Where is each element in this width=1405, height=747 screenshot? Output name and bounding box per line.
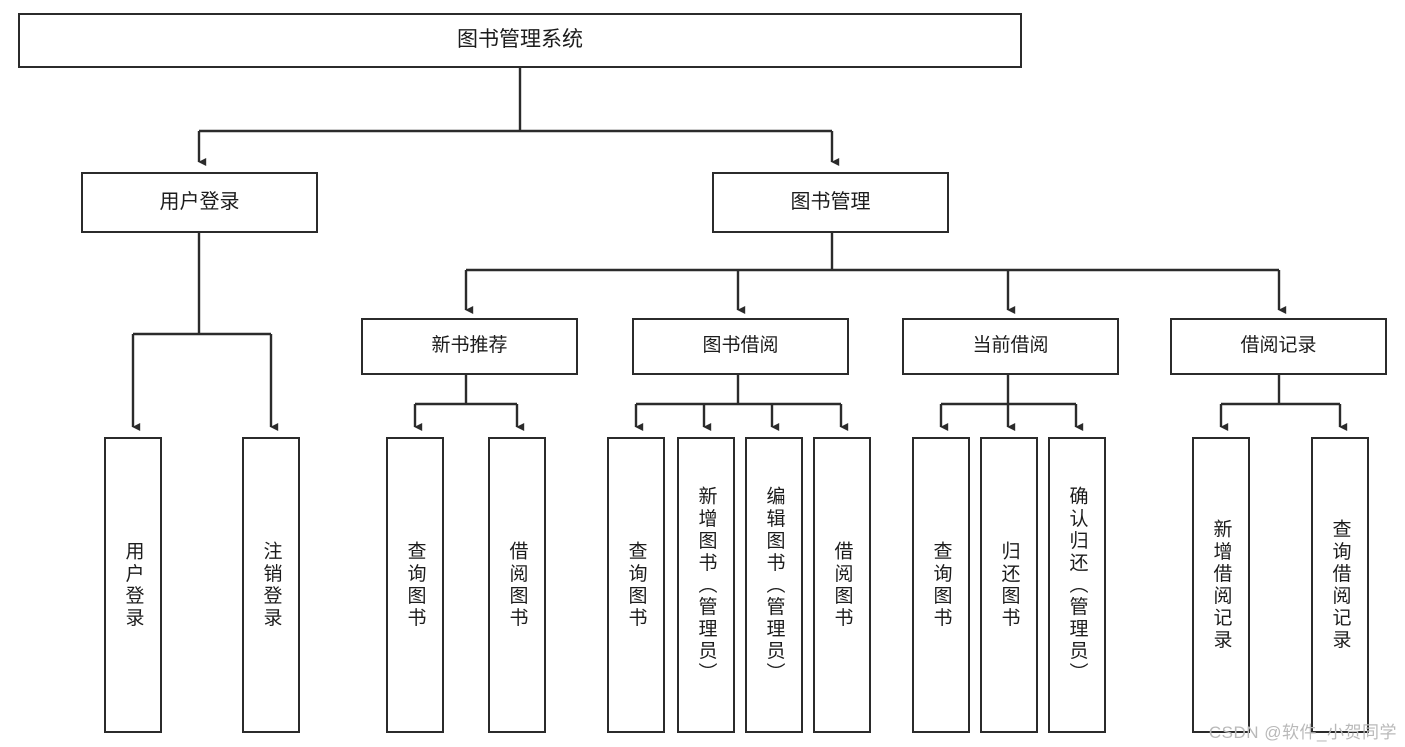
node-label: 用户登录 [122,540,144,630]
leaf-new-book-query-book[interactable]: 查询图书 [386,437,444,733]
node-label: 用户登录 [159,190,240,213]
node-label: 图书管理 [790,190,871,213]
node-label: 图书借阅 [702,335,779,357]
node-new-book-recommend[interactable]: 新书推荐 [361,318,578,375]
node-label: 编辑图书（管理员） [763,485,785,685]
node-label: 当前借阅 [972,335,1049,357]
leaf-current-borrow-return-book[interactable]: 归还图书 [980,437,1038,733]
leaf-borrow-record-add-record[interactable]: 新增借阅记录 [1192,437,1250,733]
node-label: 注销登录 [260,540,282,630]
node-label: 确认归还（管理员） [1066,485,1088,685]
node-borrow-record[interactable]: 借阅记录 [1170,318,1387,375]
node-label: 查询借阅记录 [1329,518,1351,652]
leaf-user-login-logout[interactable]: 注销登录 [242,437,300,733]
leaf-current-borrow-confirm-return-admin[interactable]: 确认归还（管理员） [1048,437,1106,733]
node-user-login[interactable]: 用户登录 [81,172,318,233]
node-label: 图书管理系统 [457,28,583,52]
node-root-book-management-system[interactable]: 图书管理系统 [18,13,1022,68]
node-label: 查询图书 [404,540,426,630]
leaf-current-borrow-query-book[interactable]: 查询图书 [912,437,970,733]
node-label: 新增借阅记录 [1210,518,1232,652]
node-label: 查询图书 [625,540,647,630]
node-book-management[interactable]: 图书管理 [712,172,949,233]
node-label: 查询图书 [930,540,952,630]
leaf-book-borrow-borrow-book[interactable]: 借阅图书 [813,437,871,733]
node-book-borrow[interactable]: 图书借阅 [632,318,849,375]
leaf-book-borrow-edit-book-admin[interactable]: 编辑图书（管理员） [745,437,803,733]
node-current-borrow[interactable]: 当前借阅 [902,318,1119,375]
node-label: 借阅图书 [506,540,528,630]
leaf-user-login-login[interactable]: 用户登录 [104,437,162,733]
node-label: 借阅记录 [1240,335,1317,357]
node-label: 新增图书（管理员） [695,485,717,685]
csdn-watermark: CSDN @软件_小贺同学 [1208,723,1397,742]
node-label: 归还图书 [998,540,1020,630]
leaf-borrow-record-query-record[interactable]: 查询借阅记录 [1311,437,1369,733]
node-label: 借阅图书 [831,540,853,630]
leaf-new-book-borrow-book[interactable]: 借阅图书 [488,437,546,733]
leaf-book-borrow-query-book[interactable]: 查询图书 [607,437,665,733]
leaf-book-borrow-add-book-admin[interactable]: 新增图书（管理员） [677,437,735,733]
node-label: 新书推荐 [431,335,508,357]
